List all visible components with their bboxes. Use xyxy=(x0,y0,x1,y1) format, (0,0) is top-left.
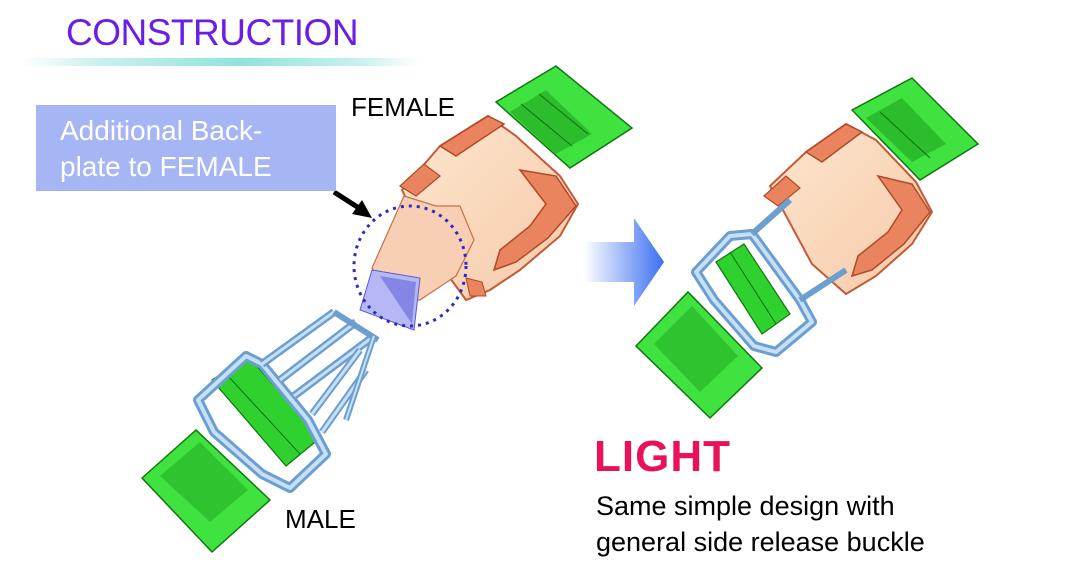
title-underline xyxy=(20,58,420,66)
highlight-circle xyxy=(352,204,468,328)
male-label: MALE xyxy=(285,504,356,534)
callout-line-1: Additional Back- xyxy=(60,115,263,146)
callout-line-2: plate to FEMALE xyxy=(60,151,272,182)
page-title: CONSTRUCTION xyxy=(66,12,359,53)
transition-arrow-icon xyxy=(584,218,664,306)
callout-box: Additional Back- plate to FEMALE xyxy=(36,105,336,191)
back-plate-shade xyxy=(380,276,416,324)
feature-title: LIGHT xyxy=(594,432,731,481)
assembled-buckle-male xyxy=(691,197,848,357)
assembled-webbing-bottom xyxy=(634,290,764,420)
female-webbing-left xyxy=(494,65,634,169)
assembled-buckle-female xyxy=(763,122,934,296)
callout-arrow-icon xyxy=(332,189,372,218)
male-webbing-left xyxy=(140,355,321,554)
male-buckle-left xyxy=(193,308,380,493)
feature-description: Same simple design with general side rel… xyxy=(596,488,925,560)
assembled-webbing-top xyxy=(850,77,980,181)
female-label: FEMALE xyxy=(351,92,456,122)
feature-description-line-2: general side release buckle xyxy=(596,527,925,557)
feature-description-line-1: Same simple design with xyxy=(596,491,895,521)
